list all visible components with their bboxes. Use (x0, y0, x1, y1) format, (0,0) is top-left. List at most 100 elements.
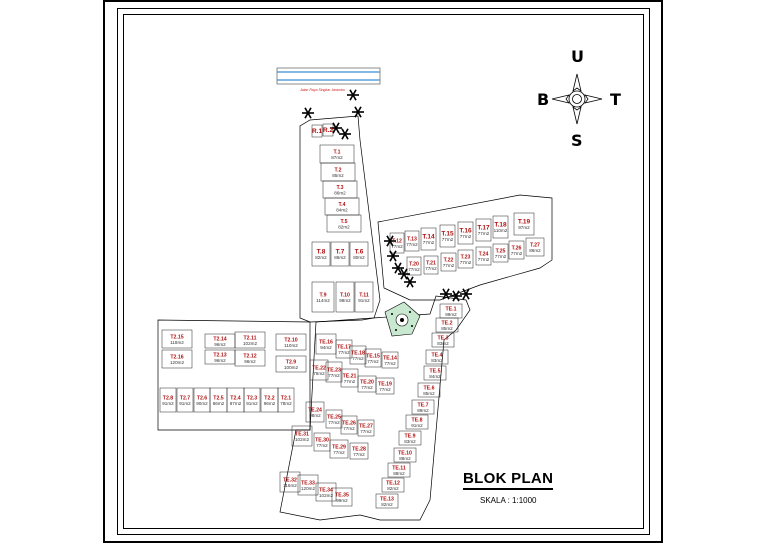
lot-area: 91m2 (162, 401, 174, 406)
lot-area: 118m2 (170, 340, 184, 345)
lot-number: T.15 (441, 231, 454, 238)
lot-number: TE.31 (295, 432, 309, 438)
parcel-t-15 (439, 224, 456, 248)
lot-number: T2.9 (286, 360, 296, 366)
palm-tree-icon (404, 276, 416, 288)
parcel-te-24 (305, 401, 325, 423)
lot-area: 99m2 (336, 498, 348, 503)
lot-number: TE.27 (359, 424, 373, 430)
lot-area: 77m2 (443, 263, 455, 268)
lot-area: 77m2 (384, 361, 396, 366)
parcel-t-26 (508, 240, 525, 260)
lot-area: 91m2 (246, 401, 258, 406)
lot-area: 85m2 (423, 391, 435, 396)
lot-number: TE.7 (418, 403, 429, 409)
lot-number: T.7 (336, 249, 345, 256)
palm-tree-icon (302, 107, 314, 119)
lot-number: TE.21 (343, 374, 357, 380)
lot-area: 77m2 (379, 387, 391, 392)
parcel-t-23 (457, 249, 474, 269)
lot-area: 83m2 (431, 358, 443, 363)
compass-east: T (610, 90, 621, 109)
parcel-t-12 (389, 232, 405, 254)
parcel-grid (159, 123, 545, 509)
lot-number: T.4 (339, 202, 346, 208)
lot-area: 77m2 (425, 266, 437, 271)
lot-number: TE.6 (424, 386, 435, 392)
lot-area: 97m2 (518, 225, 530, 230)
lot-number: T2.8 (163, 396, 173, 402)
lot-area: 77m2 (352, 356, 364, 361)
parcel-te-4 (425, 349, 449, 365)
drawing-border-outer (103, 0, 663, 543)
lot-number: T.21 (426, 261, 436, 267)
lot-number: T2.15 (170, 335, 183, 341)
lot-number: T.26 (512, 246, 522, 252)
lot-number: TE.17 (337, 345, 351, 351)
plan-title: BLOK PLAN (463, 470, 554, 490)
lot-number: T.1 (334, 150, 341, 156)
parcel-t-13 (404, 230, 420, 252)
parcel-te-18 (349, 345, 367, 365)
palm-tree-icon (352, 106, 364, 118)
parcel-te-34 (315, 482, 337, 502)
lot-number: T2.7 (180, 396, 190, 402)
parcel-t-20 (406, 256, 422, 276)
lot-number: T.20 (409, 262, 419, 268)
parcel-t-18 (492, 215, 509, 239)
lot-number: T2.3 (247, 396, 257, 402)
lot-number: T2.5 (213, 396, 223, 402)
lot-area: 120m2 (170, 360, 184, 365)
compass-west: B (537, 90, 550, 109)
lot-number: T.8 (317, 249, 326, 256)
palm-tree-icon (339, 128, 351, 140)
parcel-te-2 (435, 317, 459, 333)
lot-area: 90m2 (196, 401, 208, 406)
parcel-te-32 (279, 471, 301, 493)
lot-area: 77m2 (361, 385, 373, 390)
lot-area: 110m2 (284, 343, 298, 348)
parcel-t-5 (326, 214, 362, 233)
lot-number: T.27 (530, 243, 540, 249)
lot-number: TE.30 (315, 438, 329, 444)
lot-number: TE.8 (412, 418, 423, 424)
parcel-te-31 (291, 425, 313, 447)
drawing-border-inner (117, 8, 650, 535)
parcel-t-25 (492, 243, 509, 263)
lot-number: T2.14 (213, 337, 226, 343)
lot-area: 77m2 (344, 379, 356, 384)
lot-number: TE.35 (335, 493, 349, 499)
trees (302, 89, 472, 302)
lot-number: T.17 (477, 225, 490, 232)
lot-area: 88m2 (399, 456, 411, 461)
lot-number: TE.20 (360, 380, 374, 386)
lot-number: T.12 (392, 239, 402, 245)
lot-number: T.18 (494, 222, 507, 229)
parcel-t-22 (440, 252, 457, 272)
lot-area: 77m2 (423, 240, 435, 245)
lot-number: T.14 (422, 234, 435, 241)
site-boundary (157, 115, 553, 521)
parcel-t2-16 (161, 349, 193, 369)
parcel-t-27 (525, 237, 545, 257)
lot-area: 77m2 (391, 244, 403, 249)
central-park (384, 301, 421, 337)
lot-number: T.23 (461, 255, 471, 261)
parcel-te-9 (398, 430, 422, 446)
road-name: Jalan Raya Singkar Jarambu (299, 88, 345, 92)
parcel-te-35 (331, 487, 353, 507)
lot-number: T2.13 (213, 353, 226, 359)
lot-area: 82m2 (381, 502, 393, 507)
lot-area: 102m2 (295, 437, 309, 442)
lot-area: 77m2 (495, 254, 507, 259)
lot-area: 80m2 (353, 255, 365, 260)
lot-number: TE.12 (386, 481, 400, 487)
lot-number: T.3 (337, 185, 344, 191)
parcel-t-11 (354, 281, 374, 313)
parcel-te-25 (325, 409, 343, 429)
parcel-te-22 (309, 359, 329, 381)
lot-number: TE.2 (442, 321, 453, 327)
parcel-te-13 (375, 493, 399, 509)
parcel-te-17 (335, 339, 353, 359)
